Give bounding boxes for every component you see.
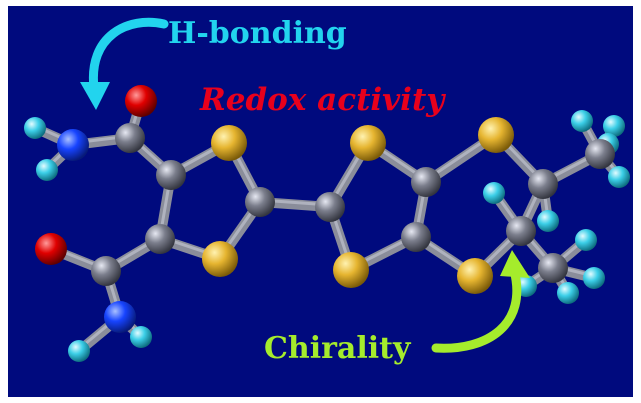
carbon-atom-C9: [528, 169, 558, 199]
chirality-arrow-icon: [431, 265, 522, 353]
hydrogen-atom-H10: [575, 229, 597, 251]
hydrogen-atom-H1: [24, 117, 46, 139]
redox-activity-label: Redox activity: [200, 82, 445, 118]
hbonding-arrow-icon: [88, 17, 169, 93]
arrows-layer: [80, 17, 530, 353]
hydrogen-atom-H4: [130, 326, 152, 348]
hydrogen-atom-H5: [537, 210, 559, 232]
carbon-atom-C10: [506, 216, 536, 246]
molecule-scene: [24, 17, 630, 362]
nitrogen-atom-N2: [104, 301, 136, 333]
hydrogen-atom-H7: [571, 110, 593, 132]
hydrogen-atom-H11: [583, 267, 605, 289]
chirality-arrowhead-icon: [500, 250, 530, 278]
hbonding-label: H-bonding: [168, 16, 347, 51]
sulfur-atom-S2: [202, 241, 238, 277]
nitrogen-atom-N1: [57, 129, 89, 161]
carbon-atom-C7: [411, 167, 441, 197]
hydrogen-atom-H6: [483, 182, 505, 204]
sulfur-atom-S4: [333, 252, 369, 288]
carbon-atom-C5: [245, 187, 275, 217]
carbon-atom-C11: [585, 139, 615, 169]
sulfur-atom-S1: [211, 125, 247, 161]
oxygen-atom-O2: [35, 233, 67, 265]
carbon-atom-C6: [315, 192, 345, 222]
sulfur-atom-S3: [350, 125, 386, 161]
hydrogen-atom-H12: [557, 282, 579, 304]
atoms-layer: [24, 85, 630, 362]
hydrogen-atom-H9: [608, 166, 630, 188]
hydrogen-atom-H8: [603, 115, 625, 137]
carbon-atom-C3: [156, 160, 186, 190]
carbon-atom-C1: [115, 123, 145, 153]
molecule-panel: H-bonding Redox activity Chirality: [8, 6, 633, 397]
hydrogen-atom-H2: [36, 159, 58, 181]
hydrogen-atom-H3: [68, 340, 90, 362]
sulfur-atom-S5: [478, 117, 514, 153]
sulfur-atom-S6: [457, 258, 493, 294]
chirality-label: Chirality: [264, 331, 411, 366]
carbon-atom-C12: [538, 253, 568, 283]
oxygen-atom-O1: [125, 85, 157, 117]
carbon-atom-C4: [145, 224, 175, 254]
hbonding-arrowhead-icon: [80, 82, 110, 110]
carbon-atom-C8: [401, 222, 431, 252]
carbon-atom-C2: [91, 256, 121, 286]
